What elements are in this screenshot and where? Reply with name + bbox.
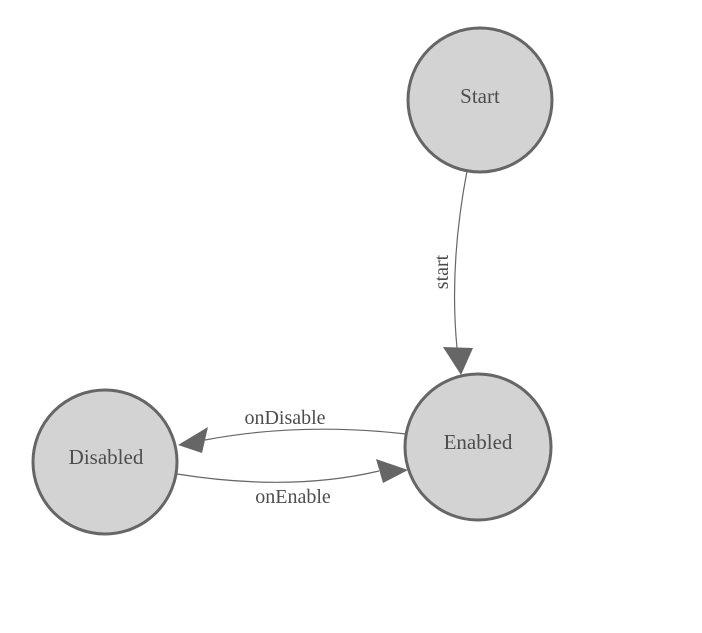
edge-start-to-enabled-line	[453, 170, 468, 349]
edge-start-to-enabled-arrowhead-icon	[443, 347, 473, 375]
state-node-start-label: Start	[460, 84, 500, 108]
edge-enabled-to-disabled-arrowhead-icon	[178, 427, 208, 453]
state-node-disabled: Disabled	[31, 388, 179, 536]
state-node-disabled-label: Disabled	[69, 445, 144, 469]
state-node-enabled-circle	[403, 372, 553, 522]
edge-label-ondisable: onDisable	[244, 407, 325, 429]
state-node-disabled-circle	[31, 388, 179, 536]
state-node-enabled: Enabled	[403, 372, 553, 522]
edge-label-start: start	[431, 254, 453, 289]
edge-disabled-to-enabled: onEnable	[176, 459, 408, 508]
edge-disabled-to-enabled-line	[176, 470, 380, 483]
edge-enabled-to-disabled-line	[204, 428, 407, 441]
edge-start-to-enabled: start	[431, 170, 473, 375]
edge-enabled-to-disabled: onDisable	[178, 407, 407, 453]
state-node-start: Start	[406, 26, 554, 174]
edge-disabled-to-enabled-arrowhead-icon	[376, 459, 408, 483]
state-node-start-circle	[406, 26, 554, 174]
state-node-enabled-label: Enabled	[444, 430, 513, 454]
edge-label-onenable: onEnable	[255, 486, 331, 508]
